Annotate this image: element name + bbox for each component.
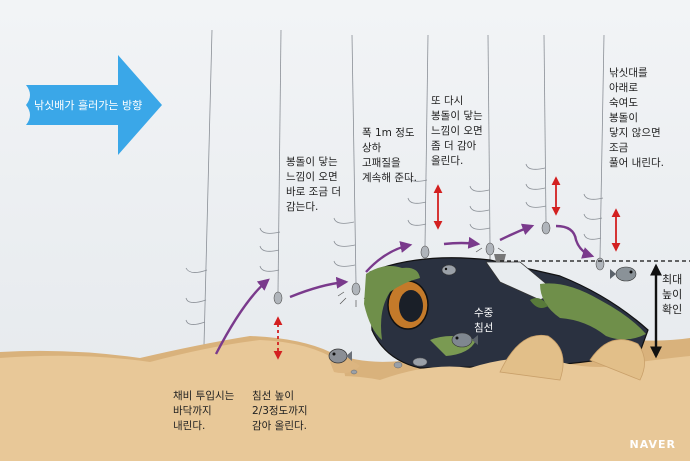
step-2-note: 침선 높이 2/3정도까지 감아 올린다. (252, 390, 308, 432)
max-height-indicator (500, 260, 690, 359)
step-1-note: 채비 투입시는 바닥까지 내린다. (173, 390, 235, 432)
line-6 (543, 34, 547, 223)
moss-1 (364, 266, 420, 340)
sinker-3 (351, 282, 361, 296)
fish (328, 264, 637, 364)
path-arrows (214, 223, 595, 355)
sinker-5 (485, 242, 495, 256)
drift-direction-label: 낚싯배가 흘러가는 방향 (34, 99, 143, 112)
path-arrow-1 (214, 278, 270, 355)
fish-1 (328, 348, 352, 364)
sinker-2 (273, 291, 283, 305)
naver-logo: NAVER (629, 438, 676, 451)
sand-mounds (0, 334, 690, 461)
wreck-label: 수중 침선 (474, 307, 494, 334)
step-4-note: 폭 1m 정도 상하 고패질을 계속해 준다. (362, 127, 417, 184)
step-3-note: 봉돌이 닿는 느낌이 오면 바로 조금 더 감는다. (286, 156, 341, 213)
path-arrow-2 (289, 276, 349, 299)
ship-funnel (494, 254, 506, 262)
moss-4 (530, 298, 548, 308)
path-arrow-3 (365, 241, 413, 273)
path-arrow-6 (555, 224, 595, 259)
vertical-arrows (273, 176, 621, 360)
line-5 (487, 34, 491, 244)
step-6-note: 낚싯대를 아래로 숙여도 봉돌이 닿지 않으면 조금 풀어 내린다. (609, 67, 664, 169)
sinker-4 (420, 245, 430, 259)
path-arrow-4 (443, 236, 481, 249)
fish-4 (610, 266, 637, 282)
fish-3 (451, 332, 478, 348)
moss-2 (540, 283, 646, 340)
sinker-7 (595, 257, 605, 271)
line-7 (599, 34, 605, 259)
line-4 (424, 34, 429, 247)
sinker-6 (541, 221, 551, 235)
fish-2 (441, 264, 457, 276)
path-arrow-5 (499, 223, 535, 242)
porthole-inner (399, 290, 423, 322)
fishing-lines (203, 29, 605, 346)
step-5-note: 또 다시 봉돌이 닿는 느낌이 오면 좀 더 감아 올린다. (431, 95, 483, 167)
hook-branches (185, 163, 604, 325)
rocks (350, 357, 428, 375)
line-1 (203, 29, 213, 346)
max-height-label: 최대 높이 확인 (662, 273, 683, 316)
drift-direction-arrow (26, 55, 162, 155)
sunken-ship (364, 254, 649, 369)
line-3 (351, 34, 357, 284)
line-2 (277, 29, 282, 293)
